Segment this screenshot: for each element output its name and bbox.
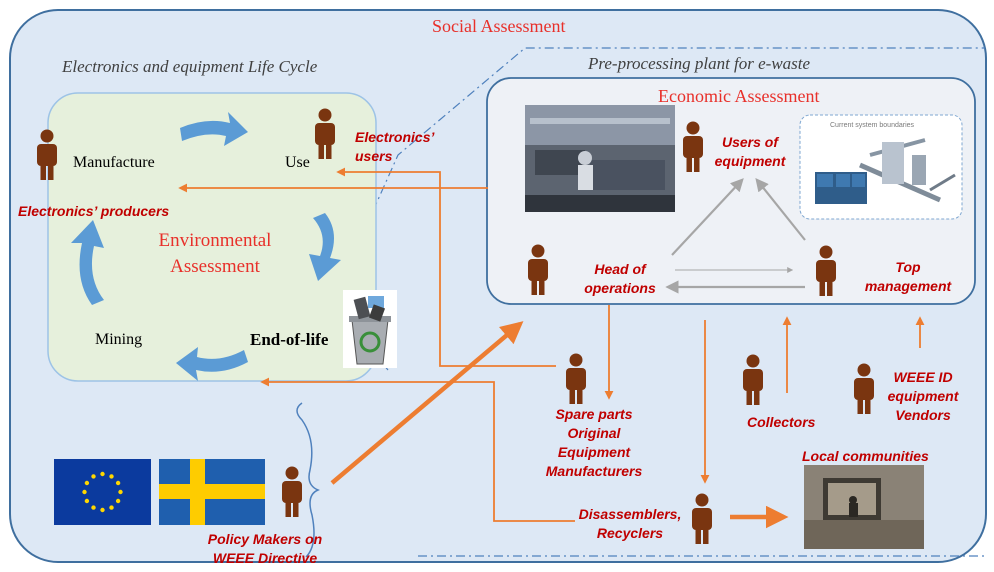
orange-connectors bbox=[178, 167, 925, 522]
environmental-title-line2: Assessment bbox=[170, 256, 260, 277]
preprocessing-title: Pre-processing plant for e-waste bbox=[588, 54, 811, 73]
label-weee-vendors: WEEE ID equipment Vendors bbox=[887, 369, 959, 423]
label-policy-makers: Policy Makers on WEEE Directive bbox=[207, 531, 323, 566]
environmental-title-line1: Environmental bbox=[158, 230, 272, 251]
label-collectors: Collectors bbox=[747, 414, 816, 430]
label-top-management: Top management bbox=[864, 259, 952, 294]
cycle-arrow-bottom bbox=[176, 347, 248, 381]
label-head-of-operations: Head of operations bbox=[584, 261, 656, 296]
cycle-arrow-top bbox=[180, 112, 248, 146]
environmental-assessment-title: Environmental Assessment bbox=[145, 228, 285, 280]
label-local-communities: Local communities bbox=[802, 448, 929, 464]
sweden-flag-icon bbox=[159, 459, 265, 525]
arrow-top-to-users bbox=[755, 177, 806, 241]
eu-stars bbox=[82, 471, 123, 513]
arrow-spare-parts-to-use bbox=[336, 167, 556, 367]
label-disassemblers-recyclers: Disassemblers, Recyclers bbox=[578, 506, 682, 541]
social-assessment-title: Social Assessment bbox=[432, 16, 566, 36]
label-electronics-users: Electronics’ users bbox=[355, 129, 435, 164]
local-communities-photo bbox=[804, 465, 924, 549]
recycling-bin-icon bbox=[343, 290, 397, 368]
label-electronics-producers: Electronics’ producers bbox=[18, 203, 170, 219]
cycle-arrow-left bbox=[71, 220, 104, 305]
stage-manufacture: Manufacture bbox=[73, 154, 155, 171]
arrow-head-to-users bbox=[671, 178, 744, 256]
arrow-policy-to-plant bbox=[330, 321, 524, 485]
lifecycle-title: Electronics and equipment Life Cycle bbox=[62, 57, 318, 76]
economic-assessment-title: Economic Assessment bbox=[658, 86, 820, 106]
stage-end-of-life: End-of-life bbox=[250, 330, 329, 349]
eu-flag-icon bbox=[54, 459, 151, 525]
label-spare-parts-oem: Spare parts Original Equipment Manufactu… bbox=[545, 406, 643, 479]
factory-photo bbox=[525, 105, 675, 212]
gray-triangle bbox=[665, 177, 806, 294]
policy-bracket bbox=[296, 402, 320, 558]
stage-mining: Mining bbox=[95, 331, 143, 348]
cycle-arrow-right bbox=[309, 213, 341, 281]
thick-orange-arrows bbox=[330, 321, 789, 529]
lifecycle-box bbox=[47, 92, 377, 382]
system-boundary-image bbox=[799, 114, 963, 220]
stage-use: Use bbox=[285, 154, 310, 171]
label-users-of-equipment: Users of equipment bbox=[714, 134, 786, 169]
arrow-disassemblers-to-eol bbox=[260, 377, 575, 522]
system-boundary-caption: Current system boundaries bbox=[830, 122, 915, 129]
